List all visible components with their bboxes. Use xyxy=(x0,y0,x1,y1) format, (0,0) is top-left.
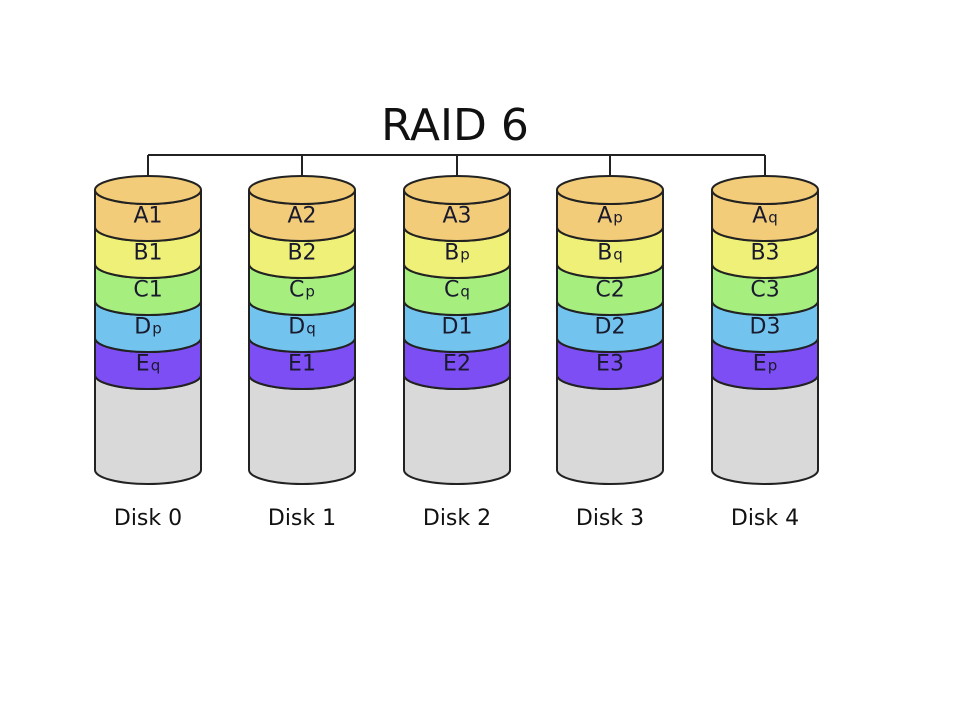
block-index: 2 xyxy=(611,315,625,340)
block-label: Bq xyxy=(597,241,623,266)
block-index: 2 xyxy=(611,278,625,303)
connector-lines xyxy=(147,154,766,190)
block-index: 2 xyxy=(303,241,317,266)
block-label: A2 xyxy=(287,204,316,229)
block-index: 2 xyxy=(457,352,471,377)
block-letter: E xyxy=(288,352,302,377)
disk-empty-space xyxy=(711,374,819,485)
block-label: E3 xyxy=(596,352,624,377)
block-index: 3 xyxy=(610,352,624,377)
block-letter: D xyxy=(442,315,459,340)
block-label: C3 xyxy=(750,278,779,303)
block-label: B3 xyxy=(750,241,779,266)
block-letter: C xyxy=(595,278,610,303)
disk-empty-space xyxy=(248,374,356,485)
disk-label: Disk 1 xyxy=(268,506,336,531)
block-letter: D xyxy=(288,315,305,340)
block-letter: D xyxy=(595,315,612,340)
block-index: 3 xyxy=(766,315,780,340)
disk-label: Disk 3 xyxy=(576,506,644,531)
disk-label: Disk 0 xyxy=(114,506,182,531)
block-letter: D xyxy=(750,315,767,340)
block-label: D1 xyxy=(442,315,473,340)
block-parity-subscript: p xyxy=(768,357,778,375)
block-parity-subscript: p xyxy=(152,320,162,338)
block-label: Eq xyxy=(136,352,160,377)
block-label: D2 xyxy=(595,315,626,340)
block-label: B2 xyxy=(287,241,316,266)
block-parity-subscript: q xyxy=(768,209,778,227)
disk-empty-space xyxy=(403,374,511,485)
block-parity-subscript: q xyxy=(306,320,316,338)
block-letter: B xyxy=(133,241,148,266)
block-label: Dq xyxy=(288,315,315,340)
block-letter: E xyxy=(753,352,767,377)
disk-empty-space xyxy=(94,374,202,485)
block-letter: C xyxy=(750,278,765,303)
block-parity-subscript: p xyxy=(460,246,470,264)
disk-label: Disk 4 xyxy=(731,506,799,531)
block-letter: B xyxy=(750,241,765,266)
block-letter: B xyxy=(287,241,302,266)
block-label: B1 xyxy=(133,241,162,266)
block-parity-subscript: p xyxy=(305,283,315,301)
block-label: D3 xyxy=(750,315,781,340)
block-letter: B xyxy=(444,241,459,266)
block-label: Ep xyxy=(753,352,777,377)
block-parity-subscript: q xyxy=(613,246,623,264)
block-letter: C xyxy=(133,278,148,303)
block-label: Ap xyxy=(597,204,623,229)
block-index: 1 xyxy=(458,315,472,340)
block-index: 1 xyxy=(149,278,163,303)
block-parity-subscript: q xyxy=(151,357,161,375)
block-label: Cp xyxy=(289,278,315,303)
block-letter: C xyxy=(444,278,459,303)
disk-top-cap xyxy=(248,175,356,205)
disk-top-cap xyxy=(556,175,664,205)
block-label: Bp xyxy=(444,241,470,266)
block-label: E2 xyxy=(443,352,471,377)
block-index: 2 xyxy=(303,204,317,229)
block-label: Dp xyxy=(134,315,161,340)
block-letter: E xyxy=(136,352,150,377)
block-label: A3 xyxy=(442,204,471,229)
block-parity-subscript: q xyxy=(460,283,470,301)
disk-top-cap xyxy=(711,175,819,205)
block-label: C2 xyxy=(595,278,624,303)
block-index: 1 xyxy=(149,241,163,266)
disk-top-cap xyxy=(403,175,511,205)
block-index: 1 xyxy=(149,204,163,229)
block-letter: A xyxy=(287,204,302,229)
block-letter: C xyxy=(289,278,304,303)
block-letter: B xyxy=(597,241,612,266)
block-label: Cq xyxy=(444,278,470,303)
disk-top-cap xyxy=(94,175,202,205)
block-letter: E xyxy=(596,352,610,377)
block-letter: E xyxy=(443,352,457,377)
diagram-title: RAID 6 xyxy=(381,100,529,151)
block-label: C1 xyxy=(133,278,162,303)
block-letter: D xyxy=(134,315,151,340)
block-parity-subscript: p xyxy=(613,209,623,227)
block-index: 3 xyxy=(458,204,472,229)
block-index: 3 xyxy=(766,241,780,266)
disk-label: Disk 2 xyxy=(423,506,491,531)
block-label: A1 xyxy=(133,204,162,229)
block-letter: A xyxy=(442,204,457,229)
block-index: 1 xyxy=(302,352,316,377)
block-label: E1 xyxy=(288,352,316,377)
block-letter: A xyxy=(597,204,612,229)
disk-empty-space xyxy=(556,374,664,485)
block-label: Aq xyxy=(752,204,778,229)
block-index: 3 xyxy=(766,278,780,303)
block-letter: A xyxy=(752,204,767,229)
block-letter: A xyxy=(133,204,148,229)
